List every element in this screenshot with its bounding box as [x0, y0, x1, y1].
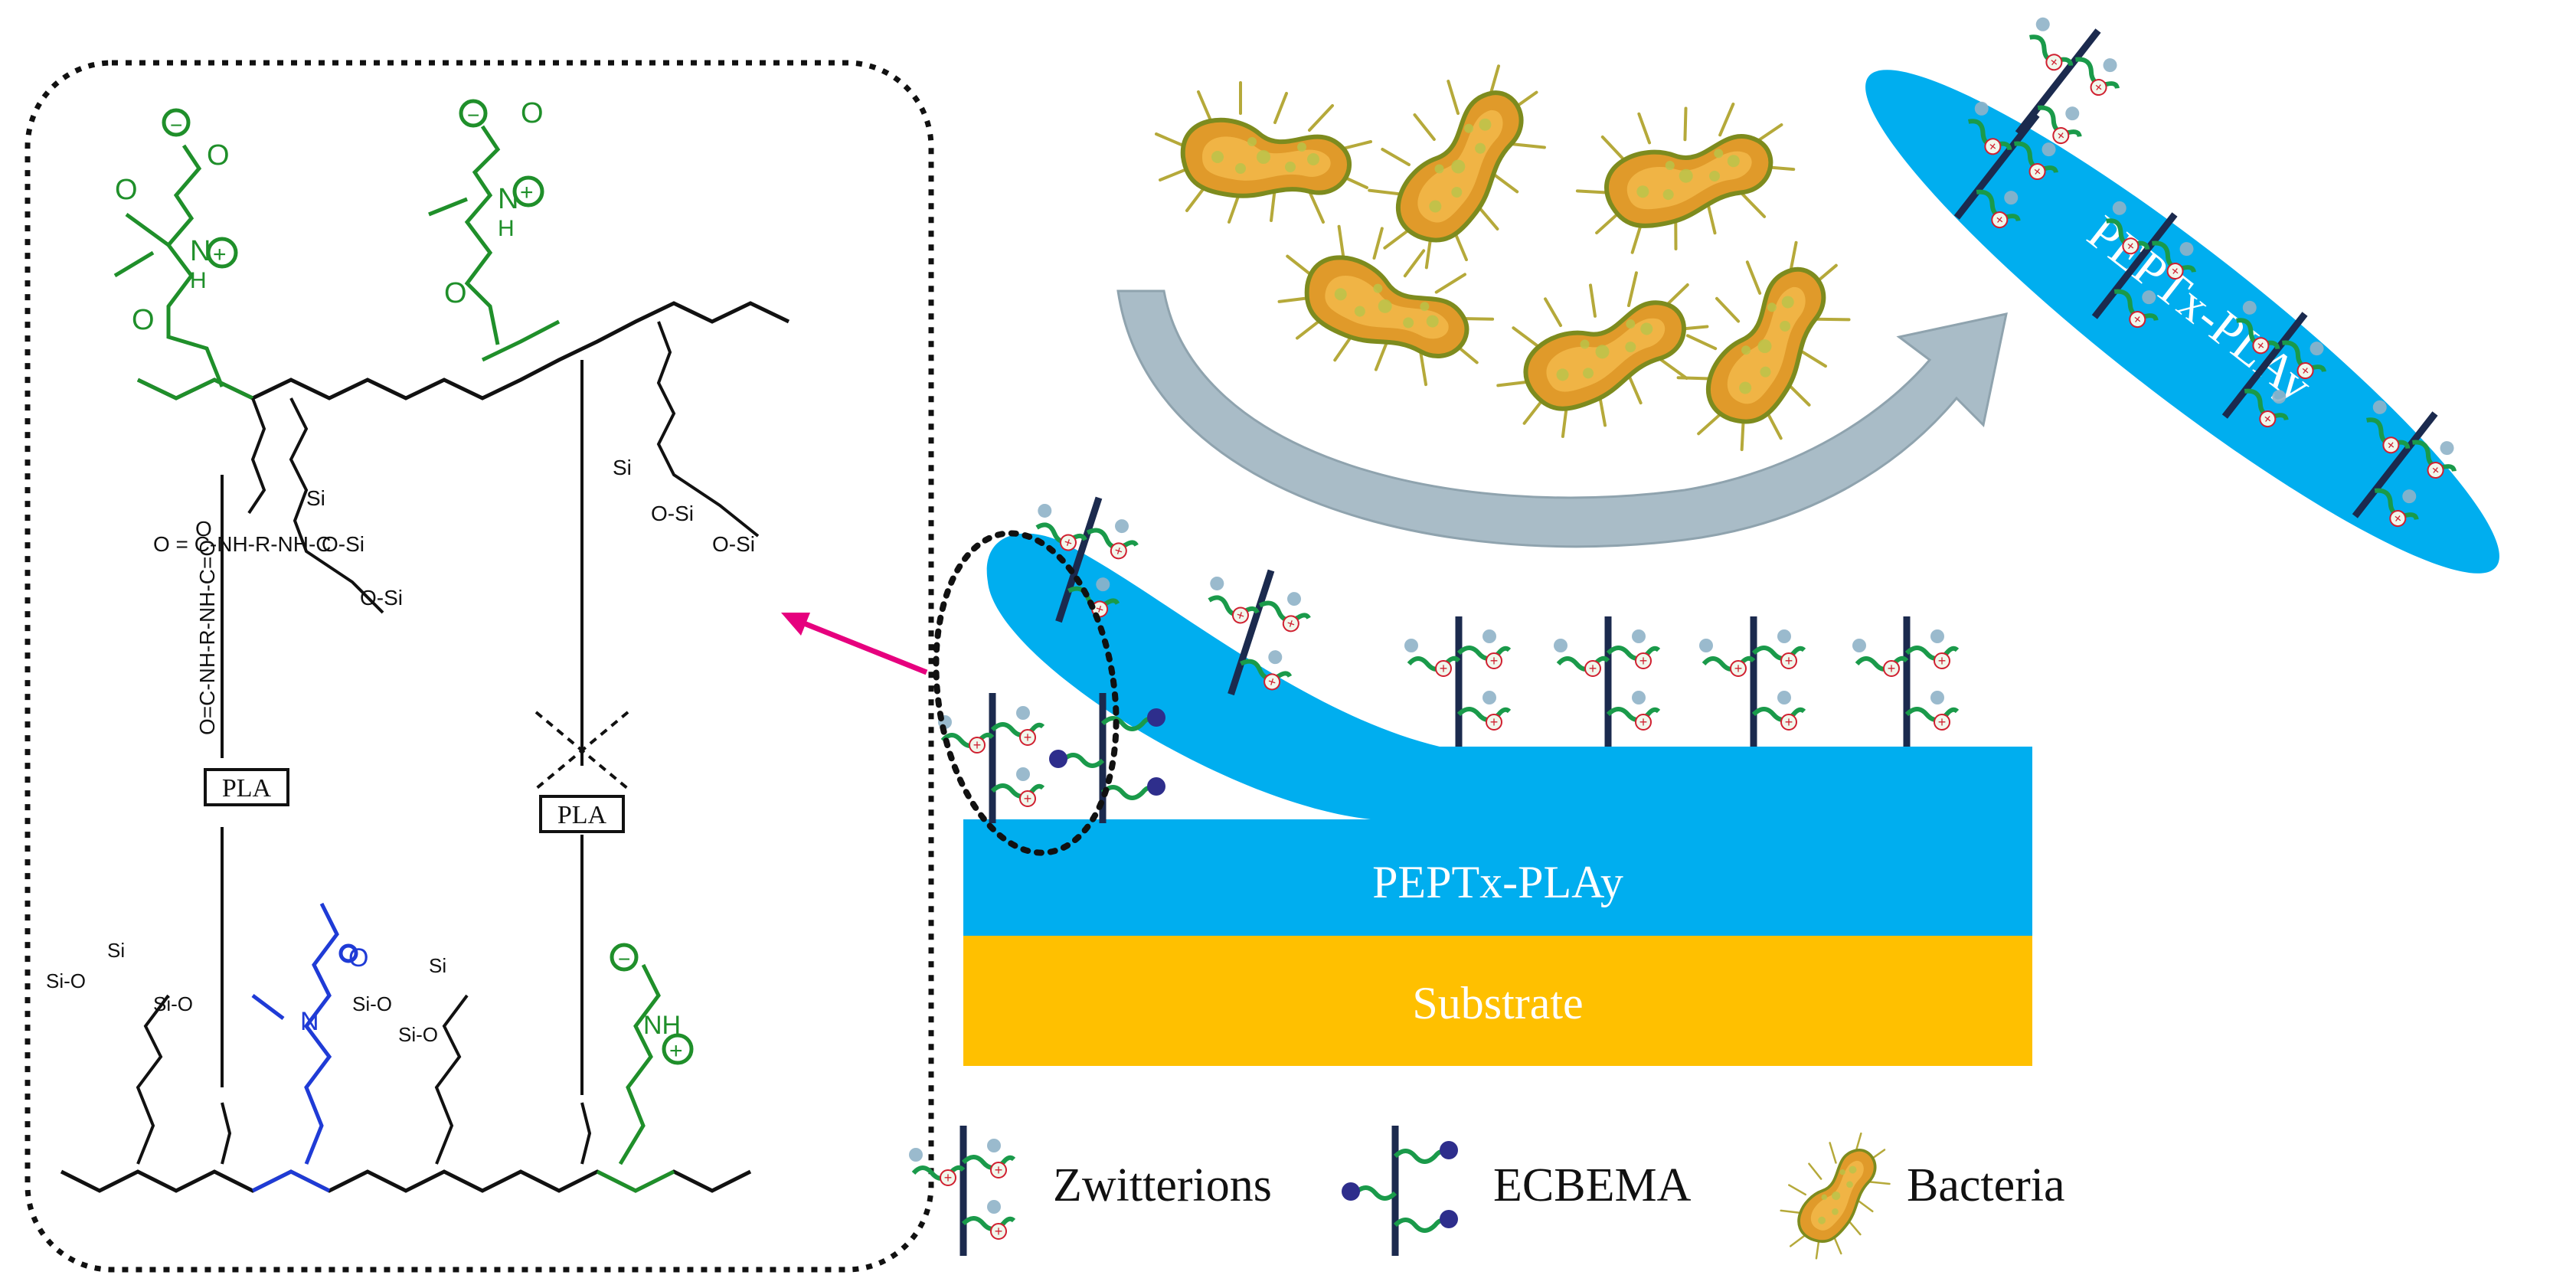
svg-text:N: N: [300, 1007, 319, 1036]
lower-backbone: [60, 1169, 752, 1193]
legend-bacteria: Bacteria: [1907, 1159, 2065, 1211]
upper-right-zwitterion-text: − + N H O O: [444, 97, 544, 309]
legend-ecbema: ECBEMA: [1493, 1159, 1692, 1211]
peeling-film: [963, 533, 2032, 819]
bacteria-icon: [1473, 234, 1728, 462]
svg-text:N: N: [498, 183, 518, 215]
svg-text:Si-O: Si-O: [352, 992, 392, 1015]
svg-text:−: −: [618, 947, 630, 971]
right-crosslink: [534, 321, 760, 1095]
svg-text:O-Si: O-Si: [712, 532, 755, 556]
left-crosslink-text: O = C-NH-R-NH-C O=C-NH-R-NH-C=O O Si O-S…: [153, 486, 403, 735]
svg-text:O: O: [348, 943, 368, 973]
svg-text:O-Si: O-Si: [651, 502, 694, 525]
upper-backbone: [136, 301, 790, 400]
pla-label-right: PLA: [557, 801, 607, 829]
legend: Zwitterions ECBEMA Bacteria: [909, 1113, 2065, 1275]
bacteria-legend-icon: [1761, 1113, 1906, 1275]
svg-text:O = C-NH-R-NH-C: O = C-NH-R-NH-C: [153, 532, 332, 556]
svg-text:O: O: [521, 97, 544, 129]
upper-right-zwitterion: [428, 99, 544, 345]
upper-left-zwitterion-text: − + N H O O O: [115, 113, 230, 336]
coating-label: PEPTx-PLAy: [1372, 857, 1623, 907]
svg-text:Si: Si: [613, 456, 632, 479]
svg-text:Si-O: Si-O: [398, 1023, 438, 1046]
svg-text:Si: Si: [429, 954, 446, 977]
curved-arrow-icon: [1116, 289, 2008, 548]
lower-siloxanes: [136, 994, 592, 1165]
left-crosslink: [221, 397, 384, 1087]
svg-text:Si: Si: [107, 939, 125, 962]
svg-text:Si-O: Si-O: [46, 969, 86, 992]
svg-text:O=C-NH-R-NH-C=O: O=C-NH-R-NH-C=O: [195, 540, 219, 735]
bacteria-icon: [1264, 207, 1508, 397]
right-crosslink-text: Si O-Si O-Si: [613, 456, 755, 556]
svg-text:−: −: [467, 103, 479, 127]
lower-right-zwitterion: [610, 943, 694, 1165]
svg-text:N: N: [190, 235, 211, 267]
bacteria-icon: [1652, 217, 1868, 471]
structure-panel: − + N H O O O − + N H O O: [25, 60, 934, 1273]
svg-text:O: O: [195, 517, 212, 541]
upper-left-zwitterion: [113, 108, 238, 387]
svg-text:−: −: [170, 113, 182, 137]
coating-layer: [963, 819, 2032, 936]
pla-box-left: [204, 768, 289, 806]
zwitterion-legend-icon: [909, 1126, 1014, 1256]
svg-text:O-Si: O-Si: [360, 586, 403, 610]
ecbema-pendant: [251, 902, 358, 1165]
pla-box-right: [539, 795, 625, 833]
svg-text:NH: NH: [643, 1011, 681, 1040]
svg-text:H: H: [498, 216, 515, 241]
svg-text:O: O: [444, 277, 467, 309]
svg-text:Si-O: Si-O: [153, 992, 193, 1015]
leader-arrow: [781, 613, 928, 675]
svg-text:H: H: [190, 268, 207, 293]
dotted-frame: [25, 60, 934, 1273]
bacteria-cluster: [1156, 37, 1869, 471]
svg-text:Si: Si: [306, 486, 325, 510]
zoom-ellipse-icon: [933, 530, 1120, 856]
svg-text:+: +: [213, 242, 227, 267]
detached-film: [1865, 70, 2499, 574]
ecbema-pendant-text: N O: [300, 943, 368, 1036]
lower-right-zwitterion-text: − + NH: [618, 947, 683, 1064]
bacteria-icon: [1560, 70, 1809, 274]
legend-zwitterions: Zwitterions: [1053, 1159, 1272, 1211]
pla-label-left: PLA: [222, 774, 272, 803]
svg-text:O: O: [115, 174, 138, 206]
svg-text:O: O: [132, 304, 155, 336]
svg-text:+: +: [520, 180, 534, 205]
svg-text:O-Si: O-Si: [322, 532, 364, 556]
bacteria-icon: [1156, 83, 1371, 222]
svg-text:O: O: [207, 139, 230, 172]
substrate-layer: [963, 936, 2032, 1066]
substrate-label: Substrate: [1412, 978, 1583, 1028]
ecbema-legend-icon: [1342, 1126, 1458, 1256]
svg-text:+: +: [669, 1038, 683, 1064]
